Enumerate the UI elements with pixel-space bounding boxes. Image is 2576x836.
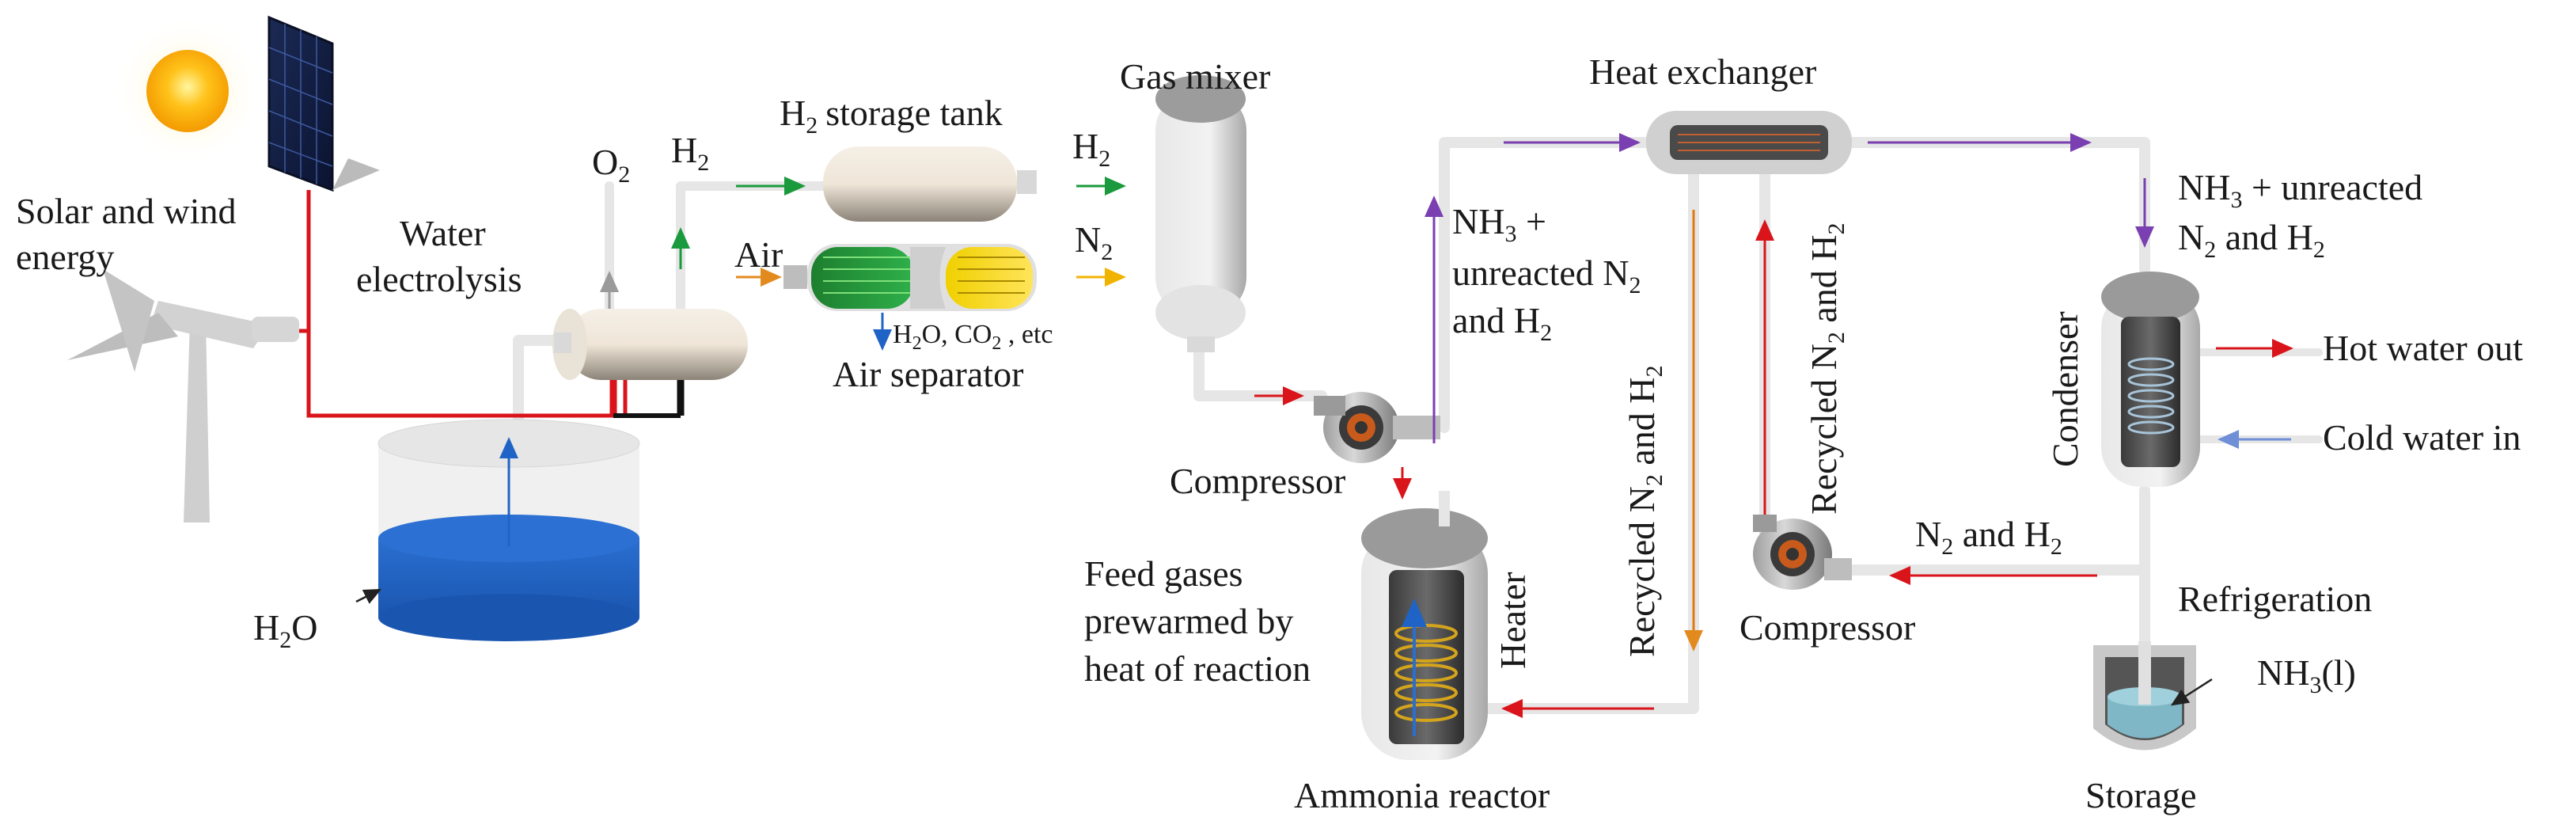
label-h2-to-mixer: H2 (1072, 126, 1110, 172)
compressor-2 (1753, 515, 2097, 590)
label-recycled-1: Recycled N2 and H2 (1622, 366, 1667, 658)
compressor-1 (1254, 386, 1440, 500)
solar-panel-icon (267, 15, 380, 192)
electrolyzer (552, 227, 748, 380)
air-separator (736, 244, 1126, 351)
label-compressor-1: Compressor (1170, 461, 1345, 501)
label-cold-water-in: Cold water in (2323, 417, 2521, 458)
label-recycled-2: Recycled N2 and H2 (1804, 223, 1849, 515)
label-nh3-unreacted-2: unreacted N2 (1452, 253, 1641, 298)
label-refrigeration: Refrigeration (2178, 579, 2372, 619)
label-solar-wind-1: Solar and wind (16, 191, 237, 231)
label-compressor-2: Compressor (1739, 607, 1915, 648)
condenser (2101, 272, 2293, 487)
gas-mixer (1155, 75, 1246, 352)
heat-exchanger (1646, 111, 1852, 174)
label-condenser: Condenser (2045, 311, 2085, 467)
label-water-electrolysis-1: Water (400, 213, 486, 253)
label-o2: O2 (592, 142, 630, 188)
label-storage: Storage (2085, 775, 2197, 815)
wind-turbine-icon (67, 269, 299, 522)
label-n2-and-h2: N2 and H2 (1915, 514, 2062, 560)
product-flow (1425, 133, 2154, 443)
label-nh3-condenser-2: N2 and H2 (2178, 217, 2325, 263)
label-h2o: H2O (253, 607, 317, 653)
label-air-separator: Air separator (833, 354, 1023, 394)
label-feed-gases-2: prewarmed by (1084, 601, 1293, 641)
label-feed-gases-3: heat of reaction (1084, 648, 1311, 689)
water-tank (377, 419, 640, 641)
label-hot-water-out: Hot water out (2323, 328, 2523, 368)
h2-storage-tank (823, 146, 1126, 222)
label-nh3-unreacted-3: and H2 (1452, 300, 1552, 346)
sun-icon (112, 16, 263, 166)
label-nh3-condenser-1: NH3 + unreacted (2178, 167, 2422, 213)
ammonia-reactor (1361, 491, 1488, 760)
nh3-storage-tank (2093, 641, 2196, 750)
label-air: Air (734, 234, 783, 275)
label-solar-wind-2: energy (16, 237, 114, 277)
label-water-electrolysis-2: electrolysis (356, 259, 522, 299)
label-ammonia-reactor: Ammonia reactor (1294, 775, 1550, 815)
label-nh3-liquid: NH3(l) (2257, 652, 2356, 698)
label-n2-to-mixer: N2 (1075, 219, 1113, 265)
label-heater: Heater (1493, 572, 1533, 669)
label-feed-gases-1: Feed gases (1084, 553, 1243, 594)
label-air-byproducts: H2O, CO2 , etc (893, 320, 1053, 354)
label-heat-exchanger: Heat exchanger (1589, 51, 1816, 92)
label-gas-mixer: Gas mixer (1120, 56, 1270, 97)
label-nh3-unreacted-1: NH3 + (1452, 201, 1546, 247)
label-h2-top: H2 (671, 130, 709, 176)
